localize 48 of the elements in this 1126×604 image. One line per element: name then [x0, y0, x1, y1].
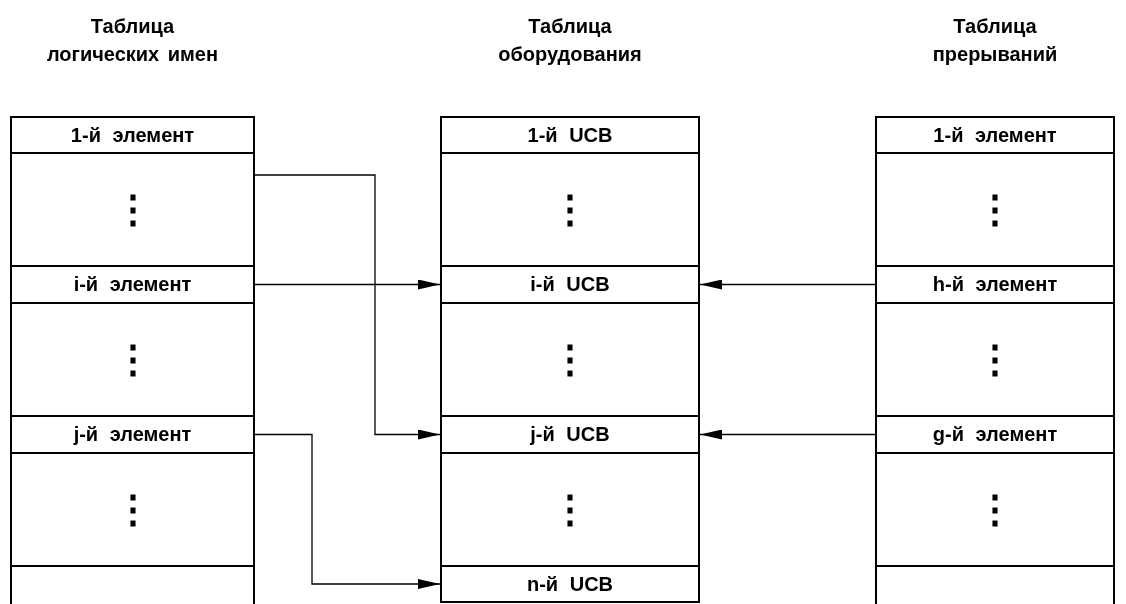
row-label: 1-й элемент [933, 123, 1057, 147]
table-row [440, 116, 700, 154]
vertical-ellipsis: ⋮ [551, 340, 589, 379]
table-row [10, 116, 255, 154]
table-row [10, 152, 255, 267]
table-row [440, 415, 700, 454]
table-heading: Таблица прерываний [931, 14, 1059, 67]
row-label: j-й UCB [530, 423, 610, 446]
row-label: g-й элемент [932, 423, 1058, 446]
table-row [10, 452, 255, 567]
vertical-ellipsis: ⋮ [551, 190, 589, 229]
table-row [440, 302, 700, 417]
vertical-ellipsis: ⋮ [551, 490, 589, 529]
table-heading: Таблица оборудования [497, 14, 643, 67]
arrow [254, 433, 441, 589]
arrow [254, 279, 441, 290]
table-row [875, 415, 1115, 454]
row-label: 1-й элемент [70, 123, 195, 147]
row-label: 1-й UCB [527, 123, 613, 147]
row-label: h-й элемент [932, 273, 1058, 296]
table-row [875, 116, 1115, 154]
table-row [440, 565, 700, 603]
vertical-ellipsis: ⋮ [976, 190, 1014, 229]
row-label: n-й UCB [526, 572, 614, 596]
row-label: i-й элемент [73, 273, 192, 296]
table-row [10, 302, 255, 417]
table-row [440, 152, 700, 267]
table-row [875, 452, 1115, 567]
arrow [254, 174, 441, 440]
table-row [875, 302, 1115, 417]
arrow [699, 279, 876, 290]
table-row [440, 265, 700, 304]
vertical-ellipsis: ⋮ [976, 340, 1014, 379]
table-row [440, 452, 700, 567]
table-row [10, 565, 255, 604]
row-label: j-й элемент [73, 423, 192, 446]
table-row [10, 415, 255, 454]
vertical-ellipsis: ⋮ [113, 190, 152, 229]
table-heading: Таблица логических имен [45, 14, 220, 67]
table-row [10, 265, 255, 304]
table-row [875, 565, 1115, 604]
table-row [875, 265, 1115, 304]
vertical-ellipsis: ⋮ [976, 490, 1014, 529]
vertical-ellipsis: ⋮ [113, 490, 152, 529]
arrow [699, 429, 876, 440]
row-label: i-й UCB [530, 273, 610, 296]
vertical-ellipsis: ⋮ [113, 340, 152, 379]
table-row [875, 152, 1115, 267]
